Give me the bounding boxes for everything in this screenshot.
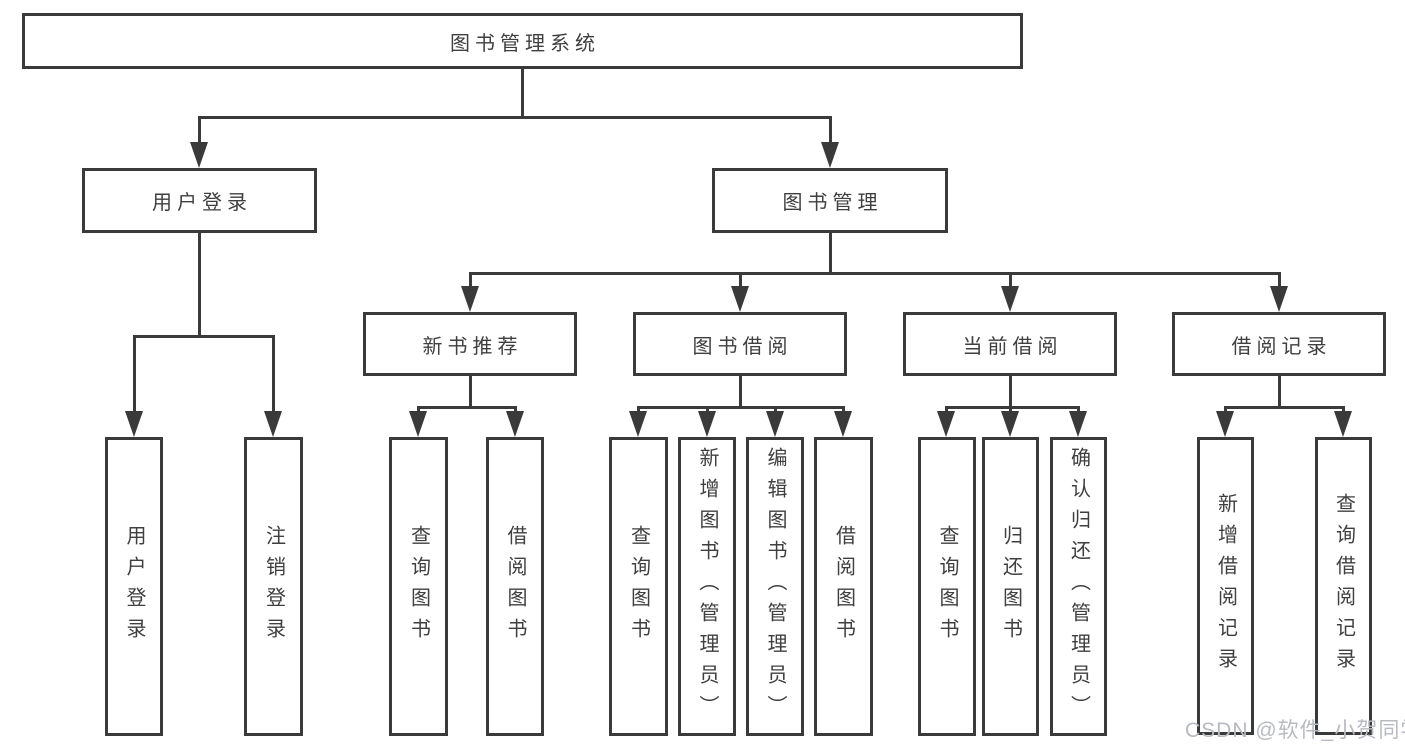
node-root-label: 图书管理系统	[450, 32, 600, 55]
leaf-add-books-admin: 新增图书（管理员）	[678, 437, 736, 736]
connector-arm-new-books	[469, 272, 472, 288]
node-borrow-records: 借阅记录	[1172, 312, 1386, 376]
arrow-down-icon	[834, 411, 852, 437]
leaf-label: 归还图书	[999, 524, 1022, 649]
connector-arm-logout-leaf	[272, 335, 275, 413]
leaf-label: 借阅图书	[504, 524, 526, 649]
connector-arm-leaf	[417, 406, 420, 413]
leaf-label: 查询图书	[627, 524, 650, 649]
node-book-mgmt: 图书管理	[712, 168, 948, 233]
leaf-logout: 注销登录	[244, 437, 303, 736]
connector-current-borrow-stem	[1009, 376, 1012, 408]
leaf-label: 借阅图书	[832, 524, 855, 649]
arrow-down-icon	[1334, 411, 1352, 437]
connector-new-books-rail	[417, 406, 517, 409]
connector-arm-leaf	[637, 406, 640, 413]
leaf-query-books-cb: 查询图书	[918, 437, 976, 736]
connector-arm-leaf	[1009, 406, 1012, 413]
node-new-books-label: 新书推荐	[422, 335, 523, 358]
node-current-borrow-label: 当前借阅	[962, 335, 1063, 358]
connector-arm-leaf	[1077, 406, 1080, 413]
arrow-down-icon	[461, 286, 479, 312]
connector-arm-leaf	[1224, 406, 1227, 413]
connector-arm-leaf	[1342, 406, 1345, 413]
leaf-borrow-books-nb: 借阅图书	[486, 437, 544, 736]
arrow-down-icon	[629, 411, 647, 437]
connector-current-borrow-rail	[945, 406, 1080, 409]
arrow-down-icon	[409, 411, 427, 437]
arrow-down-icon	[821, 142, 839, 168]
node-book-borrow-label: 图书借阅	[692, 335, 793, 358]
connector-user-login-stem	[198, 233, 201, 336]
arrow-down-icon	[731, 286, 749, 312]
connector-book-borrow-rail	[637, 406, 845, 409]
leaf-label: 查询图书	[936, 524, 958, 649]
leaf-label: 用户登录	[123, 524, 145, 649]
connector-arm-borrow-records	[1278, 272, 1281, 288]
leaf-label: 查询图书	[407, 524, 430, 649]
csdn-watermark: CSDN @软件_小贺同学	[1185, 719, 1405, 742]
arrow-down-icon	[1216, 411, 1234, 437]
connector-arm-login-leaf	[133, 335, 136, 413]
connector-book-mgmt-stem	[829, 233, 832, 274]
leaf-label: 确认归还（管理员）	[1067, 447, 1090, 726]
connector-book-mgmt-rail	[469, 272, 1281, 275]
leaf-label: 新增借阅记录	[1214, 493, 1237, 679]
leaf-return-books: 归还图书	[982, 437, 1039, 736]
connector-arm-leaf	[945, 406, 948, 413]
node-user-login-label: 用户登录	[152, 192, 252, 214]
arrow-down-icon	[698, 411, 716, 437]
connector-arm-book-mgmt	[829, 116, 832, 144]
arrow-down-icon	[190, 142, 208, 168]
arrow-down-icon	[1069, 411, 1087, 437]
connector-arm-book-borrow	[739, 272, 742, 288]
leaf-add-borrow-record: 新增借阅记录	[1197, 437, 1254, 735]
leaf-user-login: 用户登录	[105, 437, 163, 736]
node-root: 图书管理系统	[22, 13, 1023, 69]
connector-book-borrow-stem	[739, 376, 742, 408]
connector-root-stem	[521, 69, 524, 117]
node-user-login: 用户登录	[82, 168, 317, 233]
node-current-borrow: 当前借阅	[903, 312, 1117, 376]
connector-borrow-records-stem	[1278, 376, 1281, 408]
leaf-query-borrow-record: 查询借阅记录	[1315, 437, 1372, 735]
leaf-query-books-bb: 查询图书	[609, 437, 668, 736]
leaf-label: 查询借阅记录	[1332, 493, 1355, 679]
leaf-query-books-nb: 查询图书	[389, 437, 448, 736]
node-book-borrow: 图书借阅	[633, 312, 847, 376]
connector-arm-leaf	[774, 406, 777, 413]
arrow-down-icon	[264, 411, 282, 437]
leaf-borrow-books-bb: 借阅图书	[814, 437, 873, 736]
node-book-mgmt-label: 图书管理	[782, 192, 883, 214]
leaf-edit-books-admin: 编辑图书（管理员）	[746, 437, 804, 736]
arrow-down-icon	[125, 411, 143, 437]
arrow-down-icon	[506, 411, 524, 437]
node-new-books: 新书推荐	[363, 312, 577, 376]
arrow-down-icon	[1001, 411, 1019, 437]
arrow-down-icon	[766, 411, 784, 437]
node-borrow-records-label: 借阅记录	[1231, 335, 1332, 358]
leaf-label: 编辑图书（管理员）	[764, 447, 786, 726]
arrow-down-icon	[1001, 286, 1019, 312]
leaf-label: 注销登录	[262, 524, 285, 649]
arrow-down-icon	[937, 411, 955, 437]
leaf-label: 新增图书（管理员）	[696, 447, 718, 726]
connector-root-rail	[198, 116, 832, 119]
connector-arm-leaf	[706, 406, 709, 413]
connector-arm-leaf	[842, 406, 845, 413]
connector-arm-user-login	[198, 116, 201, 144]
connector-arm-leaf	[514, 406, 517, 413]
connector-borrow-records-rail	[1224, 406, 1345, 409]
connector-new-books-stem	[469, 376, 472, 408]
arrow-down-icon	[1270, 286, 1288, 312]
leaf-confirm-return-admin: 确认归还（管理员）	[1050, 437, 1107, 736]
connector-user-login-rail	[133, 335, 275, 338]
connector-arm-current-borrow	[1009, 272, 1012, 288]
